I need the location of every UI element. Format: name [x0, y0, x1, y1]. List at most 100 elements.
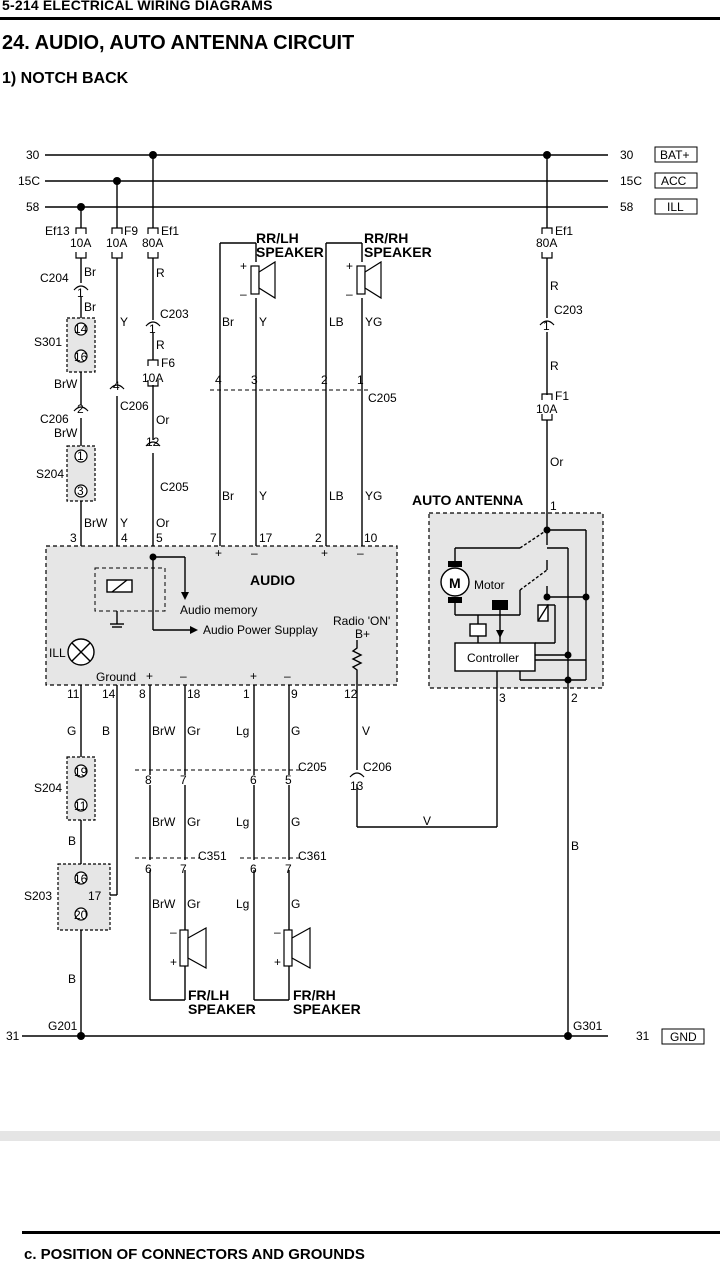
pin-label: 10: [364, 531, 378, 545]
pin-label: 8: [145, 773, 152, 787]
pin-label: 5: [285, 773, 292, 787]
pin-label: 2: [77, 402, 84, 416]
wire-color-label: Br: [222, 489, 234, 503]
rr-rh-speaker-label-1: RR/RH: [364, 230, 408, 246]
wire-color-label: Lg: [236, 724, 249, 738]
polarity-label: –: [274, 925, 281, 939]
polarity-label: –: [170, 925, 177, 939]
fr-rh-speaker-label-1: FR/RH: [293, 987, 336, 1003]
wire-color-label: Or: [156, 413, 169, 427]
pin-label: 3: [77, 484, 84, 498]
pin-label: 3: [499, 691, 506, 705]
wire-color-label: R: [156, 266, 165, 280]
pin-label: 9: [291, 687, 298, 701]
ill-label: ILL: [667, 200, 684, 214]
splice-s203: S203: [24, 889, 52, 903]
pin-label: 1: [243, 687, 250, 701]
fuse-f9-amp: 10A: [106, 236, 127, 250]
audio-power-label: Audio Power Supplay: [203, 623, 318, 637]
pin-label: 11: [67, 687, 80, 701]
fuse-f1: F1: [555, 389, 569, 403]
bat-label: BAT+: [660, 148, 689, 162]
pin-label: 12: [344, 687, 358, 701]
connector-c361: C361: [298, 849, 327, 863]
connector-c206b: C206: [120, 399, 149, 413]
wire-color-label: Y: [259, 315, 267, 329]
pin-label: 3: [70, 531, 77, 545]
fuse-ef13: Ef13: [45, 224, 70, 238]
polarity-label: –: [180, 669, 187, 683]
wire-color-label: B: [102, 724, 110, 738]
rail-15c-right-label: 15C: [620, 174, 642, 188]
wire-color-label: BrW: [54, 426, 78, 440]
splice-s204: S204: [36, 467, 64, 481]
pin-label: 17: [259, 531, 273, 545]
splice-s301: S301: [34, 335, 62, 349]
audio-memory-label: Audio memory: [180, 603, 257, 617]
rail-31-left-label: 31: [6, 1029, 20, 1043]
wiring-diagram: 30 15C 58 30 15C 58 BAT+ ACC ILL 31 31 G…: [6, 146, 705, 1045]
footer-rule: [22, 1231, 720, 1234]
wire-color-label: G: [67, 724, 76, 738]
connector-c204: C204: [40, 271, 69, 285]
pin-label: 5: [156, 531, 163, 545]
polarity-label: +: [346, 259, 353, 273]
wire-color-label: BrW: [152, 897, 176, 911]
pin-label: 1: [149, 322, 156, 336]
acc-label: ACC: [661, 174, 687, 188]
connector-c205c: C205: [298, 760, 327, 774]
polarity-label: +: [250, 669, 257, 683]
wire-color-label: R: [550, 279, 559, 293]
pin-label: 12: [146, 435, 160, 449]
polarity-label: +: [170, 955, 177, 969]
wire-color-label: B: [571, 839, 579, 853]
wire-color-label: Gr: [187, 724, 200, 738]
wire-color-label: Y: [120, 516, 128, 530]
polarity-label: –: [240, 287, 247, 301]
wire-color-label: BrW: [152, 724, 176, 738]
rail-31-right-label: 31: [636, 1029, 650, 1043]
fuse-ef1-amp: 80A: [142, 236, 163, 250]
auto-antenna-label: AUTO ANTENNA: [412, 492, 523, 508]
ground-g201: G201: [48, 1019, 78, 1033]
wire-color-label: BrW: [84, 516, 108, 530]
polarity-label: +: [146, 669, 153, 683]
polarity-label: –: [284, 669, 291, 683]
connector-c205b: C205: [160, 480, 189, 494]
ground-g301: G301: [573, 1019, 603, 1033]
connector-c203: C203: [160, 307, 189, 321]
fuse-ef1: Ef1: [161, 224, 179, 238]
pin-label: 14: [102, 687, 116, 701]
rr-lh-speaker-label-2: SPEAKER: [256, 244, 324, 260]
gnd-label: GND: [670, 1030, 697, 1044]
wire-color-label: G: [291, 897, 300, 911]
pin-label: 16: [74, 350, 88, 364]
wire-color-label: LB: [329, 315, 344, 329]
pin-label: 1: [550, 499, 557, 513]
polarity-label: +: [321, 546, 328, 560]
motor-m-icon: M: [449, 575, 461, 591]
bplus-label: B+: [355, 627, 370, 641]
polarity-label: +: [215, 546, 222, 560]
header-rule: [0, 17, 720, 20]
wire-color-label: Br: [222, 315, 234, 329]
pin-label: 6: [250, 773, 257, 787]
wire-color-label: Or: [550, 455, 563, 469]
rail-30-right-label: 30: [620, 148, 634, 162]
fr-lh-speaker-label-1: FR/LH: [188, 987, 229, 1003]
wire-color-label: Gr: [187, 897, 200, 911]
motor-label: Motor: [474, 578, 505, 592]
pin-label: 19: [74, 765, 88, 779]
pin-label: 8: [139, 687, 146, 701]
pin-label: 1: [543, 319, 550, 333]
audio-unit-label: AUDIO: [250, 572, 295, 588]
pin-label: 17: [88, 889, 102, 903]
polarity-label: –: [346, 287, 353, 301]
pin-label: 14: [74, 322, 88, 336]
wire-color-label: BrW: [54, 377, 78, 391]
diagram-subtitle: 1) NOTCH BACK: [2, 70, 129, 87]
page-divider-band: [0, 1131, 720, 1141]
pin-label: 1: [357, 373, 364, 387]
pin-label: 2: [315, 531, 322, 545]
pin-label: 3: [251, 373, 258, 387]
